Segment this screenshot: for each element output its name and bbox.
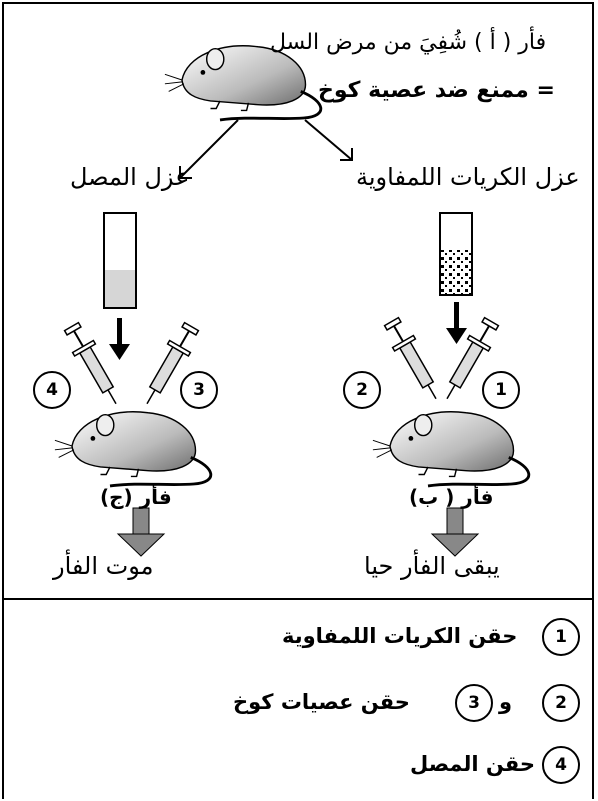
legend-conjunction: و [499, 690, 513, 714]
serum-label: عزل المصل [70, 163, 190, 191]
syringe-4 [60, 319, 128, 411]
mouse-a [163, 44, 323, 122]
branch-arrows [179, 119, 353, 179]
mouse-b [371, 410, 531, 488]
circle-1: 1 [482, 371, 520, 409]
outcome-arrows [116, 507, 480, 557]
header-line2: = ممنع ضد عصية كوخ [318, 78, 555, 103]
lymphocyte-label: عزل الكريات اللمفاوية [356, 163, 580, 191]
tube-arrows [109, 302, 467, 360]
outcome-right: يبقى الفأر حيا [364, 552, 500, 580]
legend-item-3: حقن المصل [410, 752, 536, 776]
legend-circle-4: 4 [542, 746, 580, 784]
outcome-left: موت الفأر [53, 552, 154, 580]
lymphocyte-tube [439, 212, 473, 296]
legend-circle-3: 3 [455, 684, 493, 722]
legend-item-1: حقن الكريات اللمفاوية [282, 624, 518, 648]
circle-3: 3 [180, 371, 218, 409]
circle-2: 2 [343, 371, 381, 409]
legend-divider [2, 598, 594, 600]
mouse-c [53, 410, 213, 488]
mouse-b-label: فأر ( ب) [409, 485, 494, 509]
serum-tube [103, 212, 137, 309]
legend-item-2: حقن عصيات كوخ [233, 690, 410, 714]
legend-circle-2: 2 [542, 684, 580, 722]
syringe-2 [380, 314, 448, 406]
legend-circle-1: 1 [542, 618, 580, 656]
header-line1: فأر ( أ ) شُفِيَ من مرض السل [270, 30, 547, 55]
circle-4: 4 [33, 371, 71, 409]
mouse-c-label: فأر (ج) [100, 485, 172, 509]
